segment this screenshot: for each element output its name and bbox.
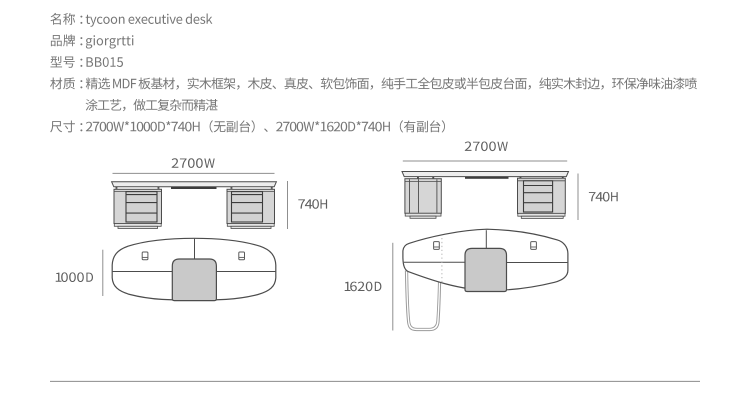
desk-top-gap-mark (115, 187, 118, 189)
desk-center-panel (464, 247, 508, 293)
desk-grommet (238, 251, 246, 261)
desk-top-slab (110, 181, 278, 188)
drawer-stack (230, 191, 264, 223)
pedestal-left (113, 188, 162, 229)
pedestal-right-drawers (517, 177, 566, 219)
desk-top-slab (401, 171, 570, 178)
modesty-panel-edge (465, 176, 509, 179)
grommet-outline (238, 251, 246, 261)
desk-grommet (141, 251, 149, 261)
dim-depth-return-text: 1620D (344, 281, 382, 303)
desk-top-gap-mark (432, 176, 435, 179)
dim-width-return-text: 2700W (464, 141, 505, 163)
grommet-outline (141, 251, 149, 261)
spec-row-brand-value-text: giorgrtti (85, 35, 128, 57)
desk-center-panel (171, 258, 217, 302)
spec-row-size-label-text: 尺寸 (50, 122, 76, 144)
spec-row-name-colon-text: ： (78, 13, 91, 35)
dim-height-return-text: 740H (588, 191, 619, 213)
desk-top-gap-mark (230, 187, 233, 189)
pedestal-plinth-base (230, 225, 272, 229)
spec-row-material-colon-text: ： (78, 78, 91, 100)
modesty-panel-edge (171, 187, 217, 189)
diagram-front-view-main (110, 181, 278, 229)
side-return-table (404, 270, 442, 332)
desk-top-gap-mark (417, 176, 419, 179)
pedestal-left-doors (404, 178, 442, 219)
spec-row-size-value-text: 2700W*1000D*740H（无副台）、2700W*1620D*740H（有… (85, 122, 460, 144)
pedestal-plinth-base (409, 215, 437, 219)
diagram-front-view-return (401, 171, 570, 219)
pedestal-plinth-base (520, 215, 564, 219)
spec-row-model-value-text: BB015 (85, 56, 124, 78)
spec-row-material-label-text: 材质 (50, 78, 76, 100)
grommet-outline (530, 241, 537, 250)
desk-top-gap-mark (270, 187, 273, 189)
spec-row-model-colon-text: ： (78, 56, 91, 78)
desk-grommet (530, 241, 537, 250)
spec-row-name-label-text: 名称 (50, 13, 76, 35)
diagram-top-view-main (111, 237, 277, 302)
grommet-outline (433, 241, 440, 250)
dim-width-main-text: 2700W (171, 158, 212, 180)
spec-row-size-colon-text: ： (78, 122, 91, 144)
spec-row-material-value-text: 精选 MDF 板基材，实木框架，木皮、真皮、软包饰面，纯手工全包皮或半包皮台面，… (85, 78, 698, 100)
pedestal-plinth-base (117, 225, 158, 229)
desk-top-gap-mark (157, 187, 160, 189)
side-table-inner (407, 270, 440, 329)
spec-row-model-label-text: 型号 (50, 56, 76, 78)
desk-grommet (433, 241, 440, 250)
diagram-top-view-return (402, 228, 569, 332)
spec-row-brand-colon-text: ： (78, 35, 91, 57)
dim-height-main-text: 740H (298, 198, 329, 220)
spec-row-name-value-text: tycoon executive desk (85, 13, 212, 35)
dim-depth-main-text: 1000D (55, 272, 93, 294)
drawer-stack (125, 191, 158, 223)
side-table-outer (404, 270, 442, 332)
pedestal-right (226, 188, 275, 229)
spec-row-brand-label-text: 品牌 (50, 35, 76, 57)
pedestal-body (404, 178, 442, 214)
